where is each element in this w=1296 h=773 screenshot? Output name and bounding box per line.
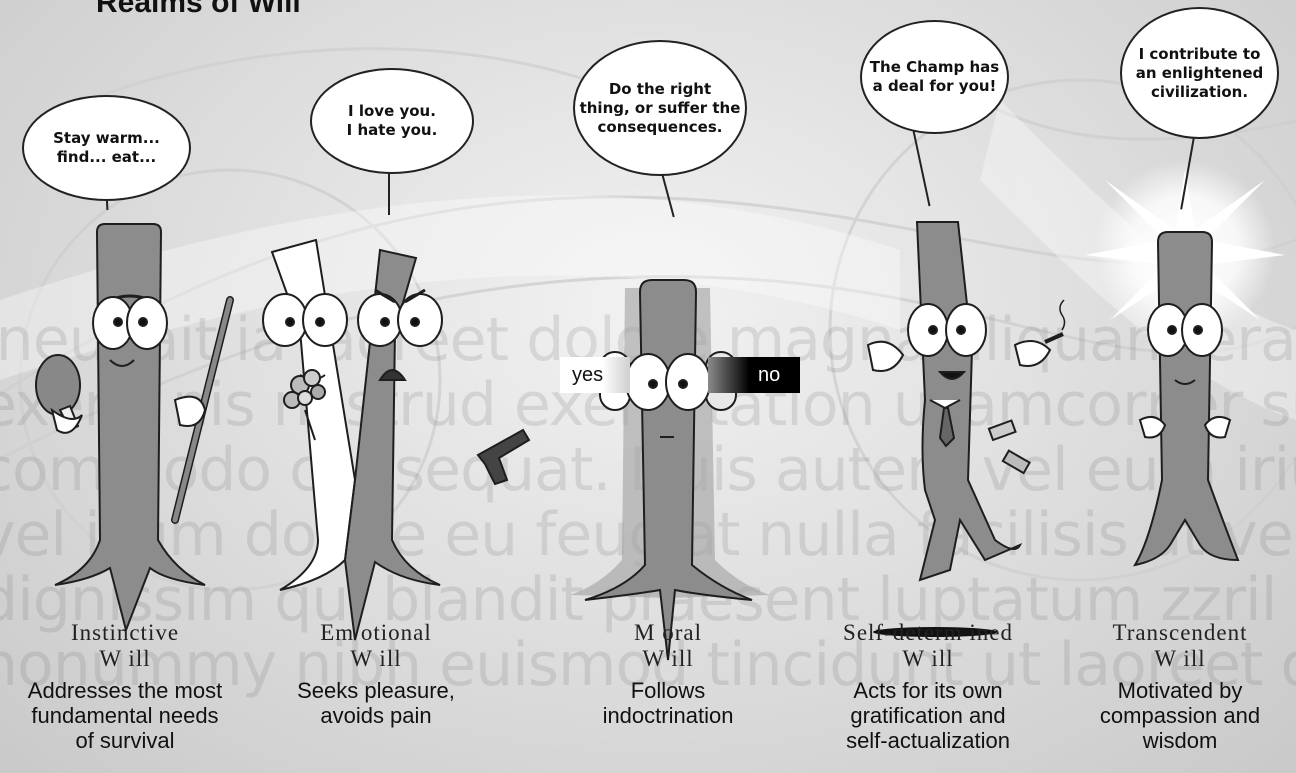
no-label: no	[708, 357, 800, 393]
self-determined-figure	[868, 222, 1065, 637]
yes-label-text: yes	[572, 364, 603, 387]
bubble-text: Stay warm... find... eat...	[53, 129, 160, 167]
no-label-text: no	[758, 364, 780, 387]
will-description-instinctive: Addresses the most fundamental needs of …	[10, 678, 240, 753]
instinctive-figure	[36, 224, 230, 630]
will-name-instinctive: Instinctive W ill	[10, 620, 240, 672]
will-name-emotional: Em otional W ill	[261, 620, 491, 672]
speech-bubble-self-determined: The Champ has a deal for you!	[860, 20, 1009, 134]
speech-bubble-moral: Do the right thing, or suffer the conseq…	[573, 40, 747, 176]
speech-bubble-emotional: I love you. I hate you.	[310, 68, 474, 174]
will-name-moral: M oral W ill	[553, 620, 783, 672]
emotional-figure	[263, 240, 529, 640]
bubble-text: I love you. I hate you.	[347, 102, 438, 140]
money-icon	[989, 421, 1030, 474]
speech-bubble-transcendent: I contribute to an enlightened civilizat…	[1120, 7, 1279, 139]
will-name-transcendent: Transcendent W ill	[1065, 620, 1295, 672]
pistol-icon	[478, 430, 529, 484]
will-description-transcendent: Motivated by compassion and wisdom	[1065, 678, 1295, 753]
moral-figure	[570, 280, 770, 660]
bubble-text: Do the right thing, or suffer the conseq…	[580, 80, 741, 137]
transcendent-figure	[1085, 160, 1285, 565]
bubble-text: I contribute to an enlightened civilizat…	[1136, 45, 1264, 102]
drumstick-icon	[36, 355, 82, 433]
cigar-icon	[1015, 300, 1065, 366]
will-description-moral: Follows indoctrination	[553, 678, 783, 728]
will-name-self-determined: Self-determ ined W ill	[813, 620, 1043, 672]
speech-bubble-instinctive: Stay warm... find... eat...	[22, 95, 191, 201]
will-description-emotional: Seeks pleasure, avoids pain	[261, 678, 491, 728]
stick-icon	[175, 300, 230, 520]
will-description-self-determined: Acts for its own gratification and self-…	[813, 678, 1043, 753]
yes-label: yes	[560, 357, 630, 393]
bubble-text: The Champ has a deal for you!	[870, 58, 999, 96]
